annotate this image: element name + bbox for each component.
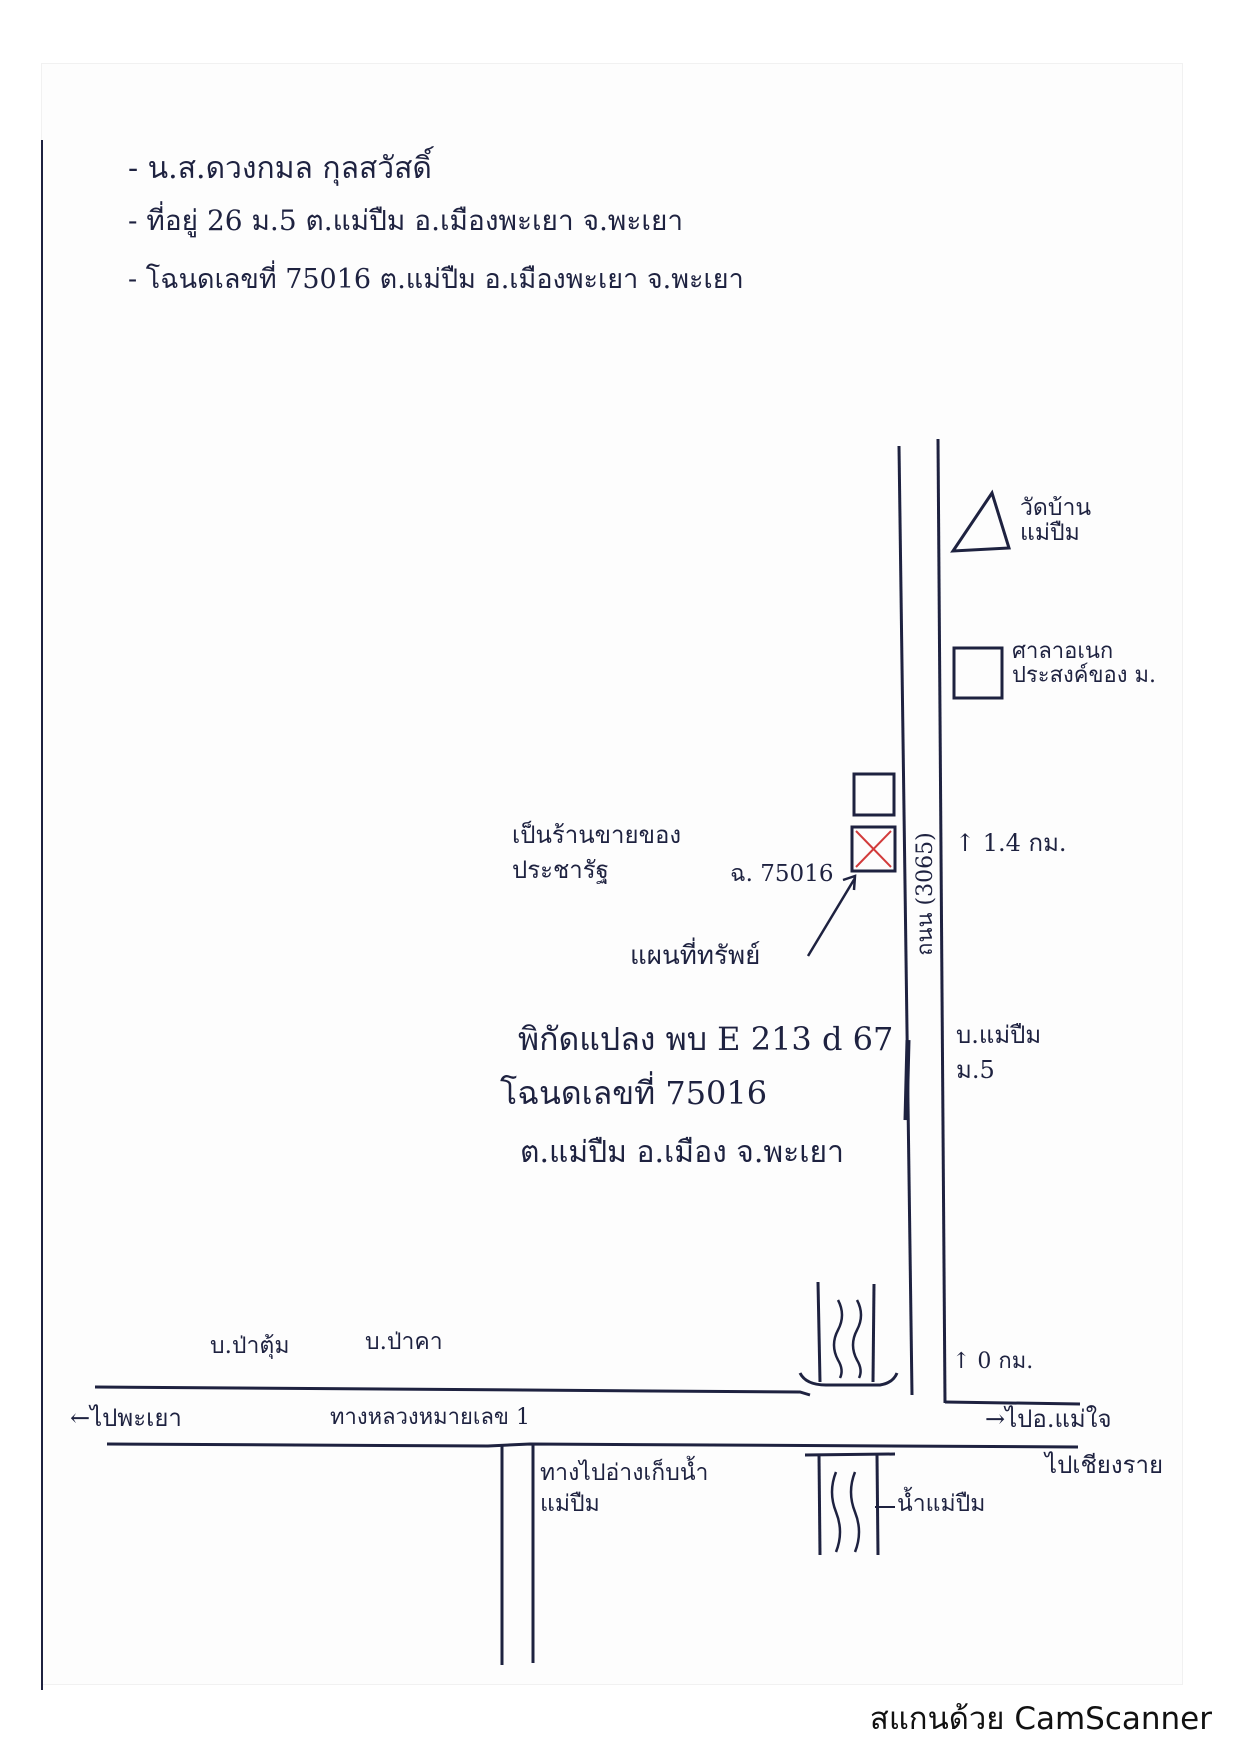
culvert-lower-top	[804, 1452, 896, 1457]
pavilion-square	[952, 646, 1004, 700]
highway-top-edge	[94, 1385, 811, 1397]
temple-label: วัดบ้าน แม่ปืม	[1020, 495, 1092, 547]
owner-name: - น.ส.ดวงกมล กุลสวัสดิ์	[128, 151, 432, 186]
direction-mae-chai: →ไปอ.แม่ใจ	[985, 1405, 1112, 1433]
stream-wave-upper-1	[832, 1299, 844, 1379]
deed-number-line: - โฉนดเลขที่ 75016 ต.แม่ปืม อ.เมืองพะเยา…	[128, 264, 744, 295]
distance-upper: ↑ 1.4 กม.	[955, 829, 1067, 857]
culvert-upper-base	[798, 1372, 899, 1387]
culvert-upper-left	[816, 1281, 822, 1383]
stream-wave-upper-2	[851, 1299, 863, 1379]
coordinates-line-1: พิกัดแปลง พบ E 213 d 67	[518, 1020, 894, 1058]
road-3065-label: ถนน (3065)	[912, 832, 938, 956]
direction-chiang-rai: ไปเชียงราย	[1045, 1451, 1164, 1479]
highway-label: ทางหลวงหมายเลข 1	[330, 1405, 530, 1430]
coordinates-line-2: โฉนดเลขที่ 75016	[500, 1074, 768, 1112]
owner-address: - ที่อยู่ 26 ม.5 ต.แม่ปืม อ.เมืองพะเยา จ…	[128, 204, 684, 237]
reservoir-label: ทางไปอ่างเก็บน้ำ แม่ปืม	[540, 1460, 709, 1518]
scanned-paper	[42, 64, 1182, 1684]
culvert-lower-right	[875, 1454, 880, 1556]
road-3065-segment	[903, 1039, 911, 1121]
camscanner-watermark: สแกนด้วย CamScanner	[869, 1701, 1212, 1737]
shop-label: เป็นร้านขายของ ประชารัฐ	[512, 821, 682, 884]
distance-lower: ↑ 0 กม.	[952, 1349, 1034, 1374]
stream-label: น้ำแม่ปืม	[897, 1491, 986, 1517]
pavilion-label: ศาลาอเนก ประสงค์ของ ม.	[1012, 639, 1156, 689]
pa-tum-label: บ.ป่าตุ้ม	[210, 1333, 290, 1359]
road-3065-left-edge	[897, 445, 914, 1396]
property-cross-2	[855, 830, 892, 868]
village-label: บ.แม่ปืม ม.5	[956, 1021, 1042, 1084]
culvert-upper-right	[871, 1283, 876, 1383]
road-3065-right-edge	[936, 438, 947, 1404]
highway-top-edge-right	[944, 1400, 1081, 1406]
shop-square	[852, 772, 896, 817]
pa-kha-label: บ.ป่าคา	[365, 1329, 443, 1355]
property-plot	[850, 825, 897, 873]
property-arrow-head	[842, 874, 857, 891]
deed-plot-label: ฉ. 75016	[730, 861, 834, 887]
culvert-lower-left	[817, 1454, 822, 1556]
coordinates-line-3: ต.แม่ปืม อ.เมือง จ.พะเยา	[520, 1135, 844, 1170]
temple-triangle	[950, 489, 1012, 553]
direction-phayao: ←ไปพะเยา	[70, 1404, 182, 1432]
stream-wave-lower-2	[849, 1471, 861, 1553]
property-map-label: แผนที่ทรัพย์	[630, 941, 761, 971]
highway-bottom-edge	[106, 1442, 1079, 1449]
property-arrow-shaft	[806, 877, 857, 957]
stream-wave-lower-1	[830, 1471, 842, 1553]
